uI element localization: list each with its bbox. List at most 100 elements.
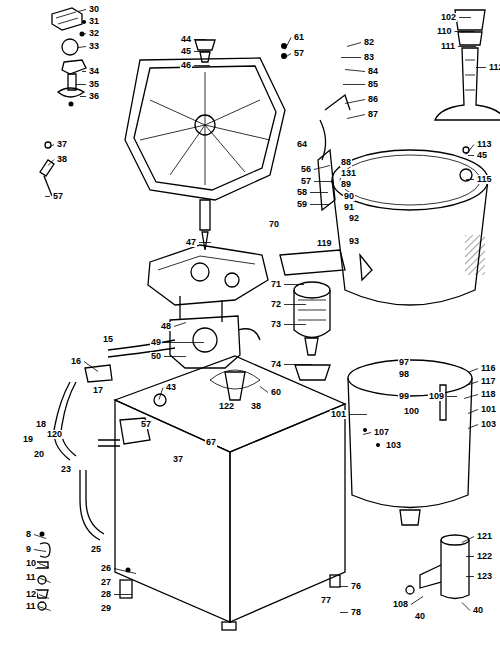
leader-line	[468, 369, 478, 373]
outer-tub	[332, 150, 488, 305]
callout-number: 40	[472, 606, 484, 615]
leader-line	[310, 192, 328, 193]
callout-number: 29	[100, 604, 112, 613]
leader-line	[314, 166, 330, 170]
callout-number: 101	[330, 410, 347, 419]
callout-number: 91	[343, 203, 355, 212]
callout-number: 11	[25, 602, 37, 611]
leader-line	[80, 96, 86, 97]
leader-line	[164, 342, 204, 343]
leader-line	[363, 433, 371, 435]
leader-line	[340, 586, 348, 587]
callout-number: 16	[70, 357, 82, 366]
callout-number: 98	[398, 370, 410, 379]
leader-line	[84, 362, 98, 372]
spin-basket	[348, 360, 472, 525]
callout-number: 17	[92, 386, 104, 395]
callout-number: 57	[52, 192, 64, 201]
callout-number: 8	[25, 530, 32, 539]
callout-number: 78	[350, 608, 362, 617]
callout-number: 18	[35, 420, 47, 429]
callout-number: 60	[270, 388, 282, 397]
leader-line	[199, 242, 211, 243]
leader-line	[194, 51, 210, 52]
leader-line	[341, 57, 361, 58]
leader-line	[34, 550, 46, 552]
leader-line	[476, 67, 486, 68]
bracket-parts	[40, 8, 86, 196]
leader-line	[458, 46, 476, 47]
leader-line	[349, 414, 367, 415]
callout-number: 87	[367, 110, 379, 119]
callout-number: 47	[185, 238, 197, 247]
callout-number: 119	[316, 239, 333, 248]
callout-number: 40	[414, 612, 426, 621]
callout-number: 111	[440, 42, 456, 51]
callout-number: 120	[46, 430, 63, 439]
leader-line	[466, 145, 474, 155]
cabinet	[115, 356, 345, 630]
callout-number: 108	[392, 600, 409, 609]
leader-line	[285, 38, 291, 50]
callout-number: 76	[350, 582, 362, 591]
leveling-parts	[36, 532, 131, 611]
callout-number: 64	[296, 140, 308, 149]
leader-line	[468, 410, 478, 414]
callout-number: 38	[56, 155, 68, 164]
leader-line	[174, 323, 186, 327]
callout-number: 37	[172, 455, 184, 464]
leader-line	[285, 54, 291, 58]
leader-line	[159, 388, 163, 400]
callout-number: 103	[385, 441, 402, 450]
callout-number: 115	[476, 175, 493, 184]
callout-number: 28	[100, 590, 112, 599]
leader-line	[260, 387, 268, 393]
callout-number: 123	[476, 572, 493, 581]
callout-number: 97	[398, 358, 410, 367]
callout-number: 45	[476, 151, 488, 160]
leader-line	[34, 535, 46, 539]
leader-line	[39, 578, 51, 583]
callout-number: 77	[320, 596, 332, 605]
callout-number: 86	[367, 95, 379, 104]
callout-number: 82	[363, 38, 375, 47]
leader-line	[284, 364, 312, 365]
callout-number: 92	[348, 214, 360, 223]
callout-number: 90	[343, 192, 355, 201]
leader-line	[76, 84, 86, 85]
leader-line	[466, 556, 474, 557]
callout-number: 38	[250, 402, 262, 411]
callout-number: 102	[440, 13, 457, 22]
callout-number: 100	[403, 407, 420, 416]
callout-number: 131	[340, 169, 357, 178]
callout-number: 121	[476, 532, 493, 541]
leader-line	[468, 155, 474, 156]
callout-number: 89	[340, 180, 352, 189]
leader-line	[82, 22, 86, 23]
leader-line	[459, 17, 471, 18]
leader-line	[164, 356, 186, 357]
leader-line	[466, 576, 474, 577]
callout-number: 37	[56, 140, 68, 149]
callout-number: 44	[180, 35, 192, 44]
callout-number: 122	[476, 552, 493, 561]
leader-line	[340, 612, 348, 613]
transmission-housing	[125, 40, 287, 250]
callout-number: 56	[300, 165, 312, 174]
callout-number: 113	[476, 140, 493, 149]
callout-number: 36	[88, 92, 100, 101]
callout-number: 50	[150, 352, 162, 361]
leader-line	[468, 425, 478, 429]
leader-line	[455, 31, 475, 32]
leader-line	[48, 160, 54, 166]
callout-number: 93	[348, 237, 360, 246]
callout-number: 27	[100, 578, 112, 587]
callout-number: 30	[88, 5, 100, 14]
callout-number: 49	[150, 338, 162, 347]
callout-number: 35	[88, 80, 100, 89]
leader-line	[78, 10, 86, 12]
callout-number: 67	[205, 438, 217, 447]
